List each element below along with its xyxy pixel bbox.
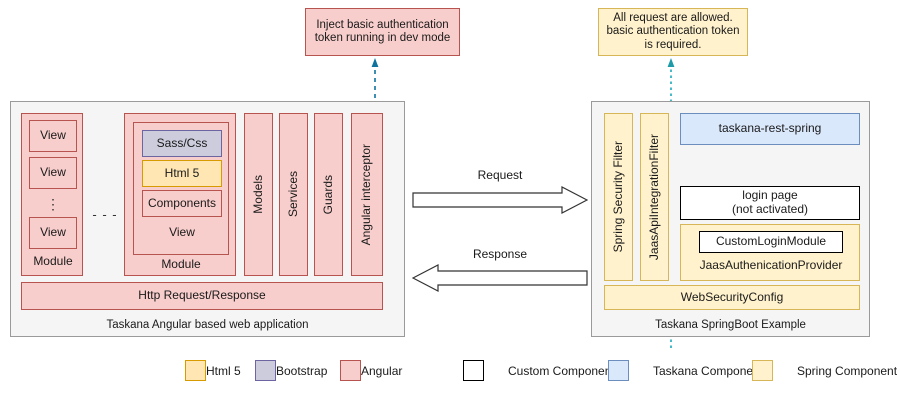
note-left-dev-token: Inject basic authentication token runnin… bbox=[305, 8, 460, 56]
note-right-text: All request are allowed. basic authentic… bbox=[606, 12, 740, 51]
legend-swatch-html5 bbox=[185, 360, 206, 381]
module-b-item-sass-css-label: Sass/Css bbox=[156, 135, 208, 150]
module-b-label-text: Module bbox=[161, 257, 201, 272]
legend-item-custom-component: Custom Component bbox=[463, 360, 615, 381]
request-arrow-icon bbox=[412, 186, 588, 214]
module-b-view-label: View bbox=[134, 223, 230, 243]
left-panel-caption: Taskana Angular based web application bbox=[106, 319, 309, 331]
module-a-view-1: View bbox=[29, 120, 77, 152]
module-a-view-2-label: View bbox=[40, 165, 66, 180]
legend-label-angular: Angular bbox=[361, 363, 403, 378]
http-request-response-bar: Http Request/Response bbox=[21, 282, 383, 310]
request-arrow-label: Request bbox=[430, 168, 570, 184]
module-a-view-3-label: View bbox=[40, 225, 66, 240]
box-login-page: login page (not activated) bbox=[680, 186, 860, 220]
panel-springboot-example: Spring Security Filter JaasApiIntegratio… bbox=[591, 101, 870, 337]
legend-item-bootstrap: Bootstrap bbox=[255, 360, 327, 381]
box-web-security-config: WebSecurityConfig bbox=[604, 285, 860, 310]
response-arrow-label: Response bbox=[430, 247, 570, 263]
http-request-response-label: Http Request/Response bbox=[138, 288, 266, 303]
column-models-label: Models bbox=[250, 175, 265, 214]
module-a-view-1-label: View bbox=[40, 128, 66, 143]
filter-jaas-api-integration-label: JaasApiIntegrationFilter bbox=[646, 133, 661, 261]
box-jaas-provider-label: JaasAuthenicationProvider bbox=[681, 256, 861, 276]
legend-item-taskana-component: Taskana Component bbox=[608, 360, 763, 381]
column-guards-label: Guards bbox=[320, 174, 335, 215]
legend-item-html5: Html 5 bbox=[185, 360, 241, 381]
column-services-label: Services bbox=[285, 171, 300, 218]
filter-spring-security-label: Spring Security Filter bbox=[610, 141, 625, 253]
legend-swatch-angular bbox=[340, 360, 361, 381]
legend-label-taskana-component: Taskana Component bbox=[653, 363, 764, 378]
module-a-ellipsis: ⋮ bbox=[29, 192, 77, 216]
module-a-view-3: View bbox=[29, 217, 77, 249]
box-taskana-rest-spring: taskana-rest-spring bbox=[680, 113, 860, 145]
module-b-item-components: Components bbox=[142, 190, 222, 217]
box-login-page-line2: (not activated) bbox=[731, 202, 809, 216]
box-custom-login-module: CustomLoginModule bbox=[699, 231, 843, 253]
legend-swatch-bootstrap bbox=[255, 360, 276, 381]
legend-item-spring-component: Spring Component bbox=[752, 360, 897, 381]
box-login-page-line1: login page bbox=[742, 188, 798, 203]
module-b-label: Module bbox=[125, 256, 237, 274]
note-right-auth-required: All request are allowed. basic authentic… bbox=[598, 8, 748, 56]
module-b-view-label-text: View bbox=[169, 225, 195, 240]
column-angular-interceptor-label: Angular interceptor bbox=[359, 143, 374, 246]
module-a-view-2: View bbox=[29, 157, 77, 189]
module-a-ellipsis-glyph: ⋮ bbox=[46, 195, 60, 212]
legend-item-angular: Angular bbox=[340, 360, 402, 381]
right-panel-caption: Taskana SpringBoot Example bbox=[655, 319, 806, 331]
box-jaas-provider-label-text: JaasAuthenicationProvider bbox=[699, 258, 843, 273]
column-guards: Guards bbox=[314, 113, 343, 276]
module-a: View View ⋮ View Module bbox=[21, 113, 83, 276]
legend-label-spring-component: Spring Component bbox=[797, 363, 898, 378]
panel-angular-web-app: View View ⋮ View Module - - - Sass/Css H… bbox=[10, 101, 405, 337]
box-taskana-rest-spring-label: taskana-rest-spring bbox=[718, 121, 822, 136]
module-b: Sass/Css Html 5 Components View Module bbox=[124, 113, 236, 276]
legend-label-custom-component: Custom Component bbox=[508, 363, 615, 378]
module-b-item-html5-label: Html 5 bbox=[164, 165, 200, 180]
module-a-label: Module bbox=[22, 253, 84, 271]
legend-swatch-custom-component bbox=[463, 360, 484, 381]
modules-separator-text: - - - bbox=[92, 206, 118, 222]
module-b-view: Sass/Css Html 5 Components View bbox=[133, 122, 229, 255]
request-arrow-text: Request bbox=[477, 168, 523, 183]
module-a-label-text: Module bbox=[33, 254, 73, 269]
legend: Html 5 Bootstrap Angular Custom Componen… bbox=[0, 358, 900, 390]
filter-spring-security: Spring Security Filter bbox=[604, 113, 633, 281]
legend-swatch-spring-component bbox=[752, 360, 773, 381]
legend-label-html5: Html 5 bbox=[206, 363, 241, 378]
legend-label-bootstrap: Bootstrap bbox=[276, 363, 328, 378]
note-left-text: Inject basic authentication token runnin… bbox=[314, 18, 451, 44]
response-arrow-icon bbox=[412, 264, 588, 292]
box-jaas-authentication-provider: CustomLoginModule JaasAuthenicationProvi… bbox=[680, 224, 860, 281]
module-b-item-components-label: Components bbox=[147, 195, 217, 210]
modules-separator: - - - bbox=[87, 205, 123, 225]
module-b-item-sass-css: Sass/Css bbox=[142, 130, 222, 157]
column-angular-interceptor: Angular interceptor bbox=[351, 113, 383, 276]
column-services: Services bbox=[279, 113, 308, 276]
response-arrow-text: Response bbox=[472, 247, 528, 262]
column-models: Models bbox=[244, 113, 273, 276]
dashed-connector-left bbox=[371, 58, 379, 106]
filter-jaas-api-integration: JaasApiIntegrationFilter bbox=[640, 113, 669, 281]
box-custom-login-module-label: CustomLoginModule bbox=[715, 234, 827, 249]
legend-swatch-taskana-component bbox=[608, 360, 629, 381]
box-web-security-config-label: WebSecurityConfig bbox=[680, 289, 784, 304]
module-b-item-html5: Html 5 bbox=[142, 160, 222, 187]
